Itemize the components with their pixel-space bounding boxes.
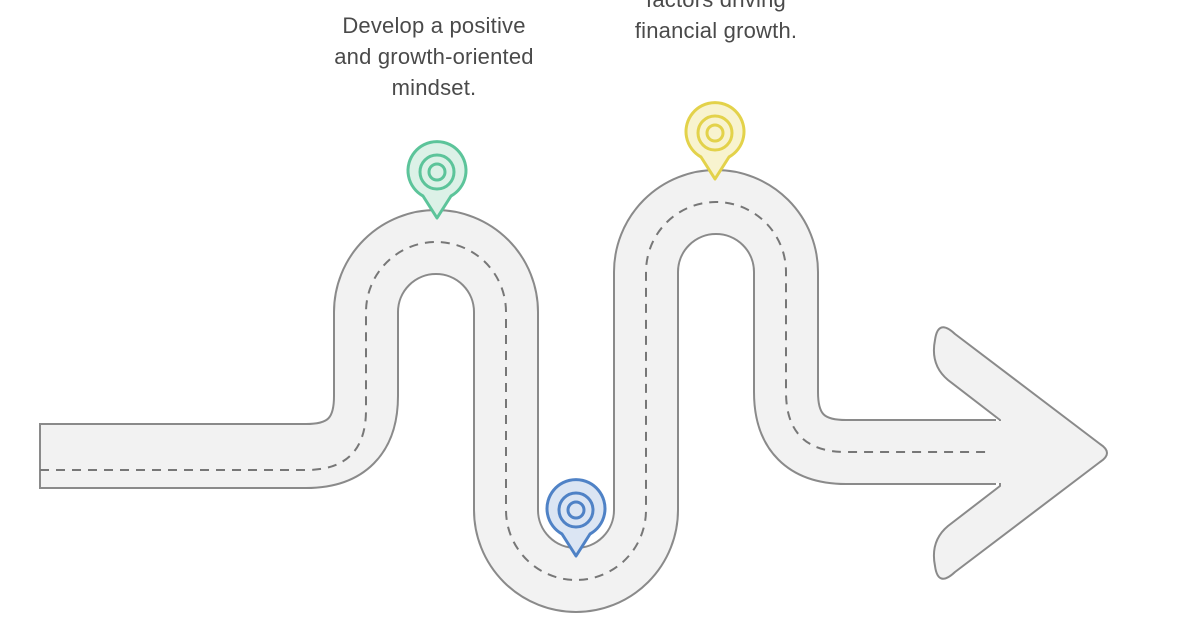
location-pin-icon bbox=[545, 478, 607, 558]
caption-line: Develop a positive bbox=[342, 13, 526, 38]
road-center-dashes bbox=[40, 201, 990, 581]
location-pin-icon bbox=[684, 101, 746, 181]
milestone-caption-yellow: factors driving financial growth. bbox=[586, 0, 846, 46]
caption-line: mindset. bbox=[391, 75, 477, 100]
location-pin-icon bbox=[406, 140, 468, 220]
arrow-head-outline bbox=[932, 326, 1108, 580]
caption-line: and growth-oriented bbox=[334, 44, 534, 69]
caption-line: financial growth. bbox=[634, 18, 798, 43]
milestone-caption-green: Develop a positive and growth-oriented m… bbox=[304, 10, 564, 103]
road-surface bbox=[40, 171, 1010, 611]
caption-line: factors driving bbox=[586, 0, 846, 15]
